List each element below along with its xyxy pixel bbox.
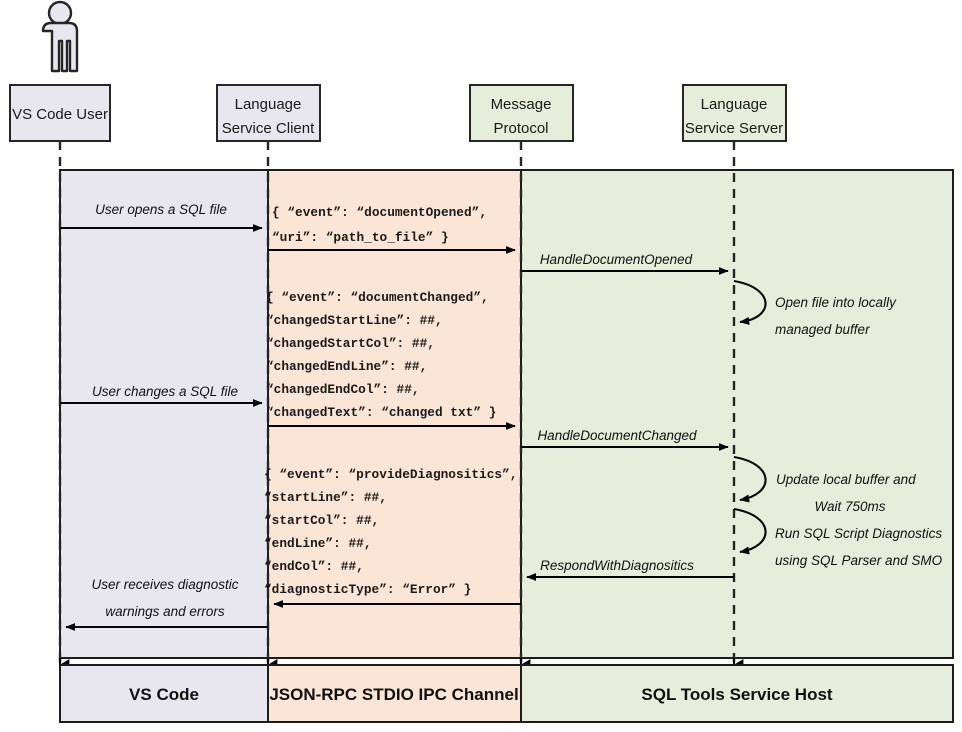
payload-document-opened: { “event”: “documentOpened”, “uri”: “pat…	[272, 205, 487, 245]
message-handle-document-opened: HandleDocumentOpened	[521, 252, 729, 275]
legend-label-sql-tools: SQL Tools Service Host	[641, 685, 832, 704]
payload-document-changed-line-5: “changedText”: “changed txt” }	[266, 405, 496, 420]
legend-cell-vs-code[interactable]	[59, 664, 269, 723]
lane-band-service	[520, 169, 954, 659]
payload-provide-diagnostics: { “event”: “provideDiagnositics”, “start…	[264, 467, 517, 597]
legend-cell-sql-tools[interactable]	[520, 664, 954, 723]
message-label-respond-with-diagnostics: RespondWithDiagnositics	[540, 558, 694, 573]
actor-head-icon	[47, 0, 73, 26]
payload-provide-diagnostics-line-1: “startLine”: ##,	[264, 490, 387, 505]
payload-document-changed-line-2: “changedStartCol”: ##,	[266, 336, 435, 351]
payload-document-changed: { “event”: “documentChanged”, “changedSt…	[266, 290, 496, 420]
payload-provide-diagnostics-line-4: “endCol”: ##,	[264, 559, 364, 574]
lifeline-label-message-protocol-line2: Protocol	[493, 120, 548, 137]
lifeline-label-language-service-server-line1: Language	[701, 96, 768, 113]
lifeline-label-language-service-client-line2: Service Client	[222, 120, 315, 137]
message-user-receives-diagnostics: User receives diagnostic warnings and er…	[65, 577, 268, 631]
actor-figure	[41, 0, 79, 73]
message-handle-document-changed: HandleDocumentChanged	[521, 428, 729, 451]
message-respond-with-diagnostics: RespondWithDiagnositics	[526, 558, 734, 581]
selfloop-arrow-open-file	[733, 279, 767, 325]
payload-provide-diagnostics-line-2: “startCol”: ##,	[264, 513, 379, 528]
payload-provide-diagnostics-line-0: { “event”: “provideDiagnositics”,	[264, 467, 517, 482]
payload-document-changed-line-1: “changedStartLine”: ##,	[266, 313, 443, 328]
lifeline-header-language-service-server[interactable]: Language Service Server	[682, 84, 787, 142]
message-label-user-receives-line-1: warnings and errors	[105, 604, 225, 619]
payload-document-changed-line-3: “changedEndLine”: ##,	[266, 359, 427, 374]
lifeline-label-language-service-client-line1: Language	[235, 96, 302, 113]
lane-band-ipc	[267, 169, 522, 659]
lifeline-label-language-service-server-line2: Service Server	[685, 120, 783, 137]
note-open-file-line-1: managed buffer	[775, 322, 870, 337]
selfloop-arrow-update-buffer	[733, 455, 767, 503]
selfloop-open-file: Open file into locally managed buffer	[733, 279, 897, 337]
lifeline-label-vscode-user: VS Code User	[12, 106, 108, 123]
lifeline-header-message-protocol[interactable]: Message Protocol	[469, 84, 574, 142]
legend-connector-arrows	[58, 658, 744, 671]
actor-body-icon	[41, 21, 79, 73]
lane-band-vscode	[59, 169, 269, 659]
selfloop-update-buffer: Update local buffer and Wait 750ms	[733, 455, 916, 514]
note-update-buffer-line-1: Wait 750ms	[814, 499, 885, 514]
payload-document-changed-line-0: { “event”: “documentChanged”,	[266, 290, 489, 305]
lifeline-header-vscode-user[interactable]: VS Code User	[9, 84, 111, 142]
payload-document-opened-line-0: { “event”: “documentOpened”,	[272, 205, 487, 220]
message-user-opens-sql-file: User opens a SQL file	[60, 202, 263, 232]
payload-provide-diagnostics-line-3: “endLine”: ##,	[264, 536, 372, 551]
legend-label-vs-code: VS Code	[129, 685, 199, 704]
lane-bands	[59, 169, 954, 659]
message-user-changes-sql-file: User changes a SQL file	[60, 384, 263, 407]
lifeline-headers: VS Code User Language Service Client Mes…	[9, 84, 787, 142]
legend-label-json-rpc: JSON-RPC STDIO IPC Channel	[269, 685, 518, 704]
note-run-diagnostics-line-0: Run SQL Script Diagnostics	[775, 526, 942, 541]
payload-provide-diagnostics-line-5: “diagnosticType”: “Error” }	[264, 582, 471, 597]
note-open-file-line-0: Open file into locally	[775, 295, 897, 310]
note-run-diagnostics-line-1: using SQL Parser and SMO	[775, 553, 943, 568]
legend-bar: VS Code JSON-RPC STDIO IPC Channel SQL T…	[59, 664, 954, 723]
lifeline-label-message-protocol-line1: Message	[491, 96, 552, 113]
selfloop-run-diagnostics: Run SQL Script Diagnostics using SQL Par…	[733, 507, 943, 568]
message-label-handle-document-changed: HandleDocumentChanged	[537, 428, 697, 443]
lifeline-header-language-service-client[interactable]: Language Service Client	[216, 84, 321, 142]
message-label-user-opens: User opens a SQL file	[95, 202, 227, 217]
payload-document-opened-line-1: “uri”: “path_to_file” }	[272, 230, 449, 245]
note-update-buffer-line-0: Update local buffer and	[776, 472, 916, 487]
payload-document-changed-line-4: “changedEndCol”: ##,	[266, 382, 420, 397]
message-label-user-changes: User changes a SQL file	[92, 384, 238, 399]
message-label-user-receives-line-0: User receives diagnostic	[91, 577, 238, 592]
message-label-handle-document-opened: HandleDocumentOpened	[540, 252, 693, 267]
selfloop-arrow-run-diagnostics	[733, 507, 767, 555]
